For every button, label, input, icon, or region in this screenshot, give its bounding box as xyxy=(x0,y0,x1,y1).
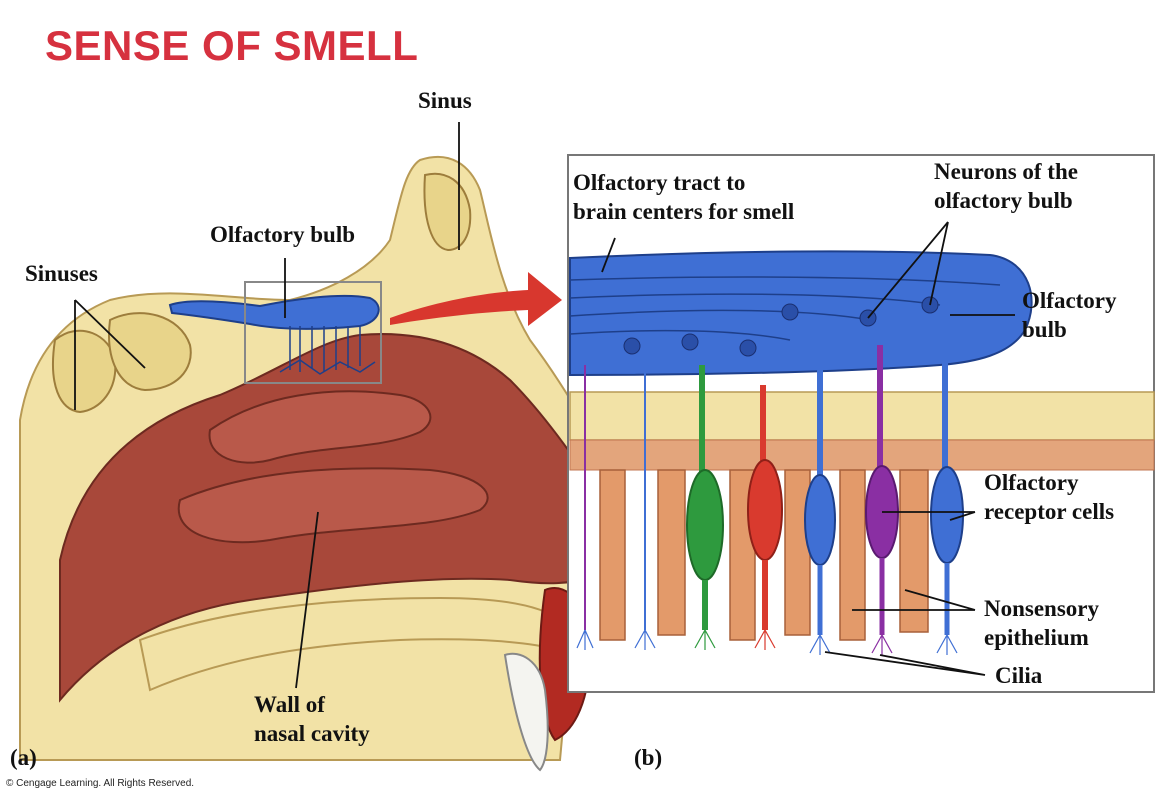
concha-upper xyxy=(208,390,432,464)
label-receptor-cells: Olfactory receptor cells xyxy=(984,468,1114,526)
label-neurons-of-bulb: Neurons of the olfactory bulb xyxy=(934,157,1078,215)
zoom-box xyxy=(244,281,382,384)
label-olfactory-bulb-b: Olfactory bulb xyxy=(1022,286,1117,344)
label-nonsensory-line2: epithelium xyxy=(984,625,1089,650)
leader-neurons xyxy=(867,221,949,319)
label-sinus: Sinus xyxy=(418,88,472,113)
concha-middle xyxy=(177,467,489,544)
label-receptor-line2: receptor cells xyxy=(984,499,1115,524)
front-tooth xyxy=(503,652,549,772)
label-nonsensory-line1: Nonsensory xyxy=(984,596,1100,621)
sinus-cavity-mid xyxy=(108,312,192,392)
receptor-green xyxy=(686,365,724,630)
sinus-cavity-left xyxy=(51,329,117,414)
label-nonsensory-epithelium: Nonsensory epithelium xyxy=(984,594,1099,652)
magnified-illustration xyxy=(569,250,1155,655)
label-sinuses: Sinuses xyxy=(25,261,98,286)
label-neurons-line2: olfactory bulb xyxy=(934,188,1073,213)
label-olfactory-bulb-a: Olfactory bulb xyxy=(210,222,356,247)
label-neurons-line1: Neurons of the xyxy=(934,159,1078,184)
label-bulb-line1: Olfactory xyxy=(1022,288,1117,313)
receptor-blue-2 xyxy=(804,340,836,635)
leader-receptor xyxy=(882,511,976,521)
label-bulb-line2: bulb xyxy=(1022,317,1067,342)
olfactory-bulb-large xyxy=(569,250,1033,377)
olfactory-bulb-small xyxy=(168,294,380,375)
leader-lines-a xyxy=(74,122,460,689)
label-cilia: Cilia xyxy=(995,663,1043,688)
supporting-cells xyxy=(599,469,929,641)
label-receptor-line1: Olfactory xyxy=(984,470,1079,495)
leader-sinuses xyxy=(74,299,146,410)
leader-tract xyxy=(601,237,616,273)
ethmoid-bone-layer xyxy=(569,391,1155,441)
label-wall-line2: nasal cavity xyxy=(254,721,370,746)
panel-label-a: (a) xyxy=(10,745,37,770)
label-wall-of-nasal-cavity: Wall of nasal cavity xyxy=(254,690,370,748)
leader-wall xyxy=(295,511,319,689)
receptor-blue-3 xyxy=(930,335,964,635)
bulb-neurons xyxy=(623,296,939,357)
leader-nonsensory xyxy=(852,589,976,611)
receptor-cells xyxy=(584,335,964,635)
leader-cilia xyxy=(824,651,986,676)
label-olfactory-tract: Olfactory tract to brain centers for sme… xyxy=(573,168,794,226)
page-title: SENSE OF SMELL xyxy=(45,22,419,69)
receptor-red xyxy=(747,385,783,630)
panel-label-b: (b) xyxy=(634,745,663,770)
copyright-notice: © Cengage Learning. All Rights Reserved. xyxy=(6,778,195,789)
label-tract-line2: brain centers for smell xyxy=(573,199,795,224)
bulb-fibers xyxy=(569,276,1001,341)
label-wall-line1: Wall of xyxy=(254,692,325,717)
zoom-arrow xyxy=(390,272,562,326)
leader-lines-b xyxy=(601,221,1015,676)
cilia-tufts xyxy=(576,629,958,655)
lamina-band xyxy=(569,439,1155,471)
label-tract-line1: Olfactory tract to xyxy=(573,170,746,195)
